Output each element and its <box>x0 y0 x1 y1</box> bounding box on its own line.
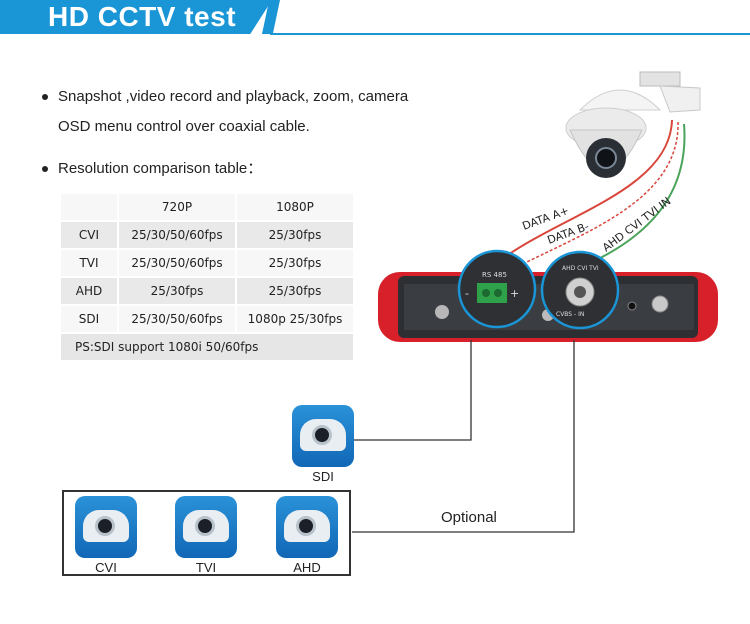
row-label: CVI <box>61 222 117 248</box>
table-header-row: 720P 1080P <box>61 194 353 220</box>
ahd-label: AHD <box>293 560 321 575</box>
green-wire <box>587 123 686 265</box>
table-header-cell <box>61 194 117 220</box>
bullet-text: Resolution comparison table： <box>58 160 263 177</box>
table-row: SDI 25/30/50/60fps 1080p 25/30fps <box>61 306 353 332</box>
bullet-snapshot: Snapshot ,video record and playback, zoo… <box>42 88 408 105</box>
table-cell: 25/30fps <box>119 278 235 304</box>
header-line <box>270 33 750 35</box>
ptz-camera-icon <box>565 71 701 178</box>
table-header-cell: 1080P <box>237 194 353 220</box>
camera-lens <box>195 516 215 536</box>
camera-types-box <box>62 490 351 576</box>
camera-lens <box>312 425 332 445</box>
table-row: AHD 25/30fps 25/30fps <box>61 278 353 304</box>
table-cell: 25/30fps <box>237 222 353 248</box>
table-note: PS:SDI support 1080i 50/60fps <box>61 334 353 360</box>
optional-label: Optional <box>441 509 497 526</box>
cvbs-in-label: CVBS - IN <box>556 311 584 318</box>
table-row: TVI 25/30/50/60fps 25/30fps <box>61 250 353 276</box>
camera-lens <box>296 516 316 536</box>
table-cell: 1080p 25/30fps <box>237 306 353 332</box>
sdi-connection-line <box>352 340 472 441</box>
rs485-label: RS 485 <box>482 271 507 279</box>
resolution-table: 720P 1080P CVI 25/30/50/60fps 25/30fps T… <box>59 192 355 362</box>
tvi-camera-icon <box>175 496 237 558</box>
tester-device <box>378 249 718 342</box>
bullet-text: Snapshot ,video record and playback, zoo… <box>58 88 409 105</box>
row-label: SDI <box>61 306 117 332</box>
page-title: HD CCTV test <box>48 1 237 32</box>
table-cell: 25/30fps <box>237 250 353 276</box>
tvi-label: TVI <box>195 560 217 575</box>
bullet-resolution: Resolution comparison table： <box>42 157 262 178</box>
table-header-cell: 720P <box>119 194 235 220</box>
cvi-camera-icon <box>75 496 137 558</box>
row-label: TVI <box>61 250 117 276</box>
optional-connection-line <box>352 340 575 533</box>
red-wire-2 <box>514 121 679 269</box>
sdi-camera-icon <box>292 405 354 467</box>
bullet-text: OSD menu control over coaxial cable. <box>58 118 310 135</box>
minus-symbol: - <box>465 287 469 300</box>
bullet-dot <box>42 94 48 101</box>
table-note-row: PS:SDI support 1080i 50/60fps <box>61 334 353 360</box>
table-cell: 25/30/50/60fps <box>119 306 235 332</box>
table-cell: 25/30/50/60fps <box>119 250 235 276</box>
header-banner: HD CCTV test <box>0 0 750 35</box>
cvi-label: CVI <box>95 560 117 575</box>
header-bar <box>0 0 272 34</box>
bnc-port-label: AHD CVI TVI <box>562 265 599 272</box>
bullet-dot <box>42 166 48 173</box>
table-cell: 25/30/50/60fps <box>119 222 235 248</box>
table-cell: 25/30fps <box>237 278 353 304</box>
bullet-snapshot-line2: OSD menu control over coaxial cable. <box>58 118 310 135</box>
ahd-in-label: AHD CVI TVI IN <box>600 195 673 255</box>
plus-symbol: + <box>510 287 519 300</box>
table-row: CVI 25/30/50/60fps 25/30fps <box>61 222 353 248</box>
red-wire <box>497 119 673 263</box>
sdi-label: SDI <box>312 469 334 484</box>
camera-lens <box>95 516 115 536</box>
ahd-camera-icon <box>276 496 338 558</box>
row-label: AHD <box>61 278 117 304</box>
